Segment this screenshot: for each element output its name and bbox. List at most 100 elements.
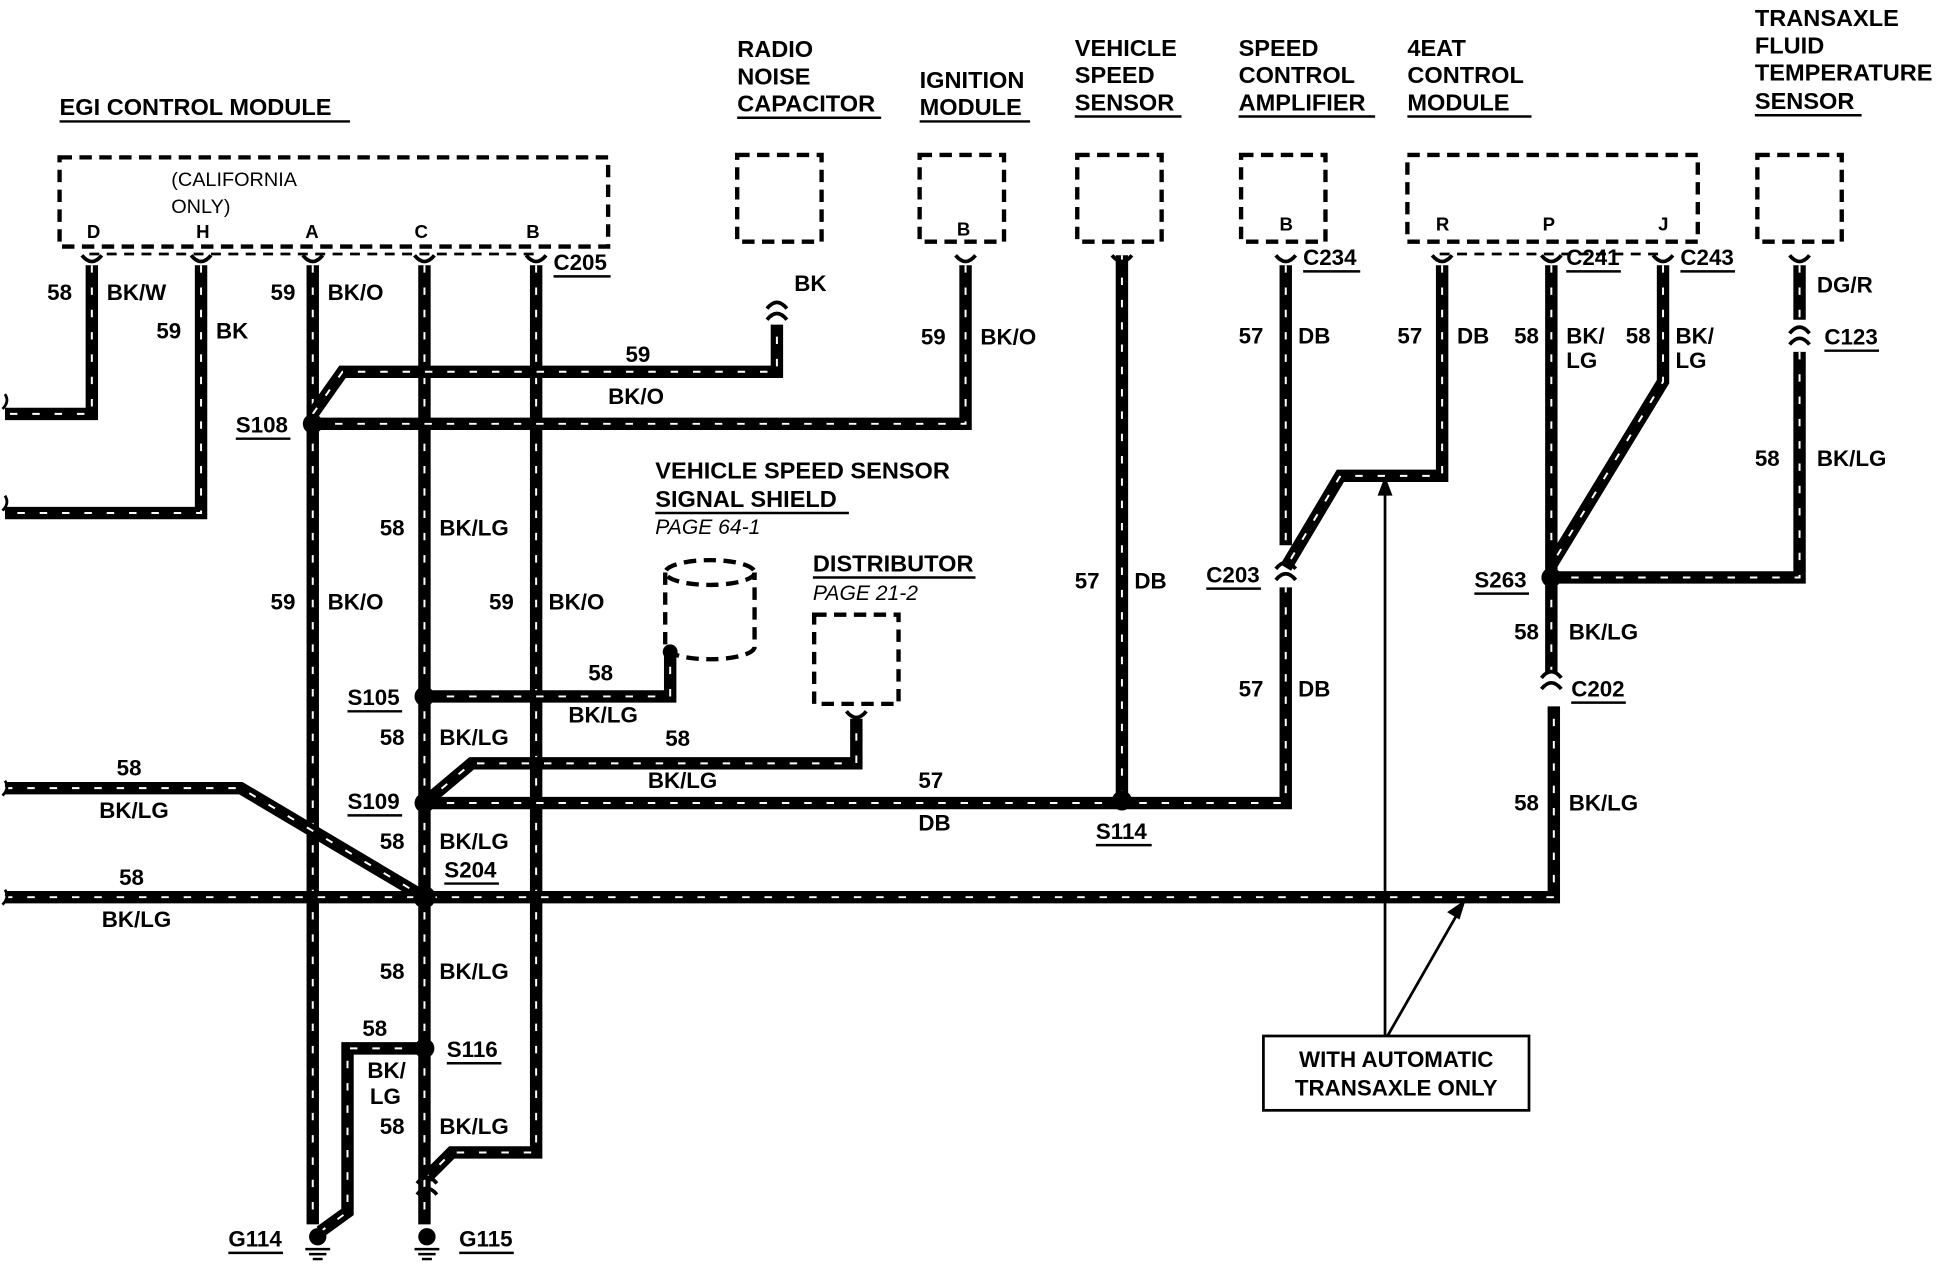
wire-label: 58 <box>380 515 405 540</box>
inline-connector-lower-2 <box>1788 336 1811 346</box>
wire-label: 59 <box>626 342 651 367</box>
wire-label: 58 <box>47 280 72 305</box>
wire-label: BK/LG <box>439 829 508 854</box>
distributor-title: DISTRIBUTOR <box>813 550 974 576</box>
wire-label: 58 <box>380 829 405 854</box>
wire-label: BK/LG <box>102 907 171 932</box>
reference-labels: C205 C234 C241 C243 C123 S108 S105 S109 … <box>228 245 1879 1255</box>
egi-module-title: EGI CONTROL MODULE <box>60 94 332 120</box>
wire-label: BK/ <box>1566 323 1604 348</box>
4eat-title-3: MODULE <box>1407 89 1509 115</box>
tfts-title-1: TRANSAXLE <box>1755 5 1899 31</box>
c203-label: C203 <box>1206 562 1259 587</box>
egi-pin-h-wire <box>4 265 208 520</box>
c123-label: C123 <box>1824 325 1877 350</box>
egi-note-line2: ONLY) <box>171 196 230 218</box>
transaxle-fluid-temperature-sensor-box <box>1755 152 1844 244</box>
ignition-wire-stripe <box>312 265 967 425</box>
wire-label: 57 <box>1397 323 1422 348</box>
radio-capacitor-title-2: NOISE <box>737 63 810 89</box>
vss-title-2: SPEED <box>1075 62 1155 88</box>
wire-label: 58 <box>1755 446 1780 471</box>
ground-symbols <box>305 1228 440 1261</box>
4eat-pin-j: J <box>1658 214 1668 235</box>
inline-connector-upper-3 <box>1539 669 1563 680</box>
wire-label: 58 <box>1626 323 1651 348</box>
c243-label: C243 <box>1680 245 1733 270</box>
wire-label: 58 <box>665 726 690 751</box>
distributor-page-ref: PAGE 21-2 <box>813 582 918 605</box>
wire-label: 59 <box>489 590 514 615</box>
splice-dots <box>302 413 1562 1059</box>
egi-pin-h-wire-stripe <box>4 265 203 515</box>
radio-capacitor-title-3: CAPACITOR <box>737 91 875 117</box>
s114-dot <box>1112 790 1132 811</box>
annotation-arrows <box>1377 475 1466 1039</box>
connector-forks <box>80 254 1811 1196</box>
tfts-title-4: SENSOR <box>1755 88 1855 114</box>
s116-dot <box>414 1038 435 1059</box>
wire-label: 58 <box>380 959 405 984</box>
shield-tap-dot <box>662 644 678 660</box>
tfts-title-2: FLUID <box>1755 32 1824 58</box>
s263-label: S263 <box>1474 567 1526 592</box>
egi-pin-b-wire <box>422 265 543 1182</box>
wire-label: 58 <box>1514 619 1539 644</box>
4eat-pin-r: R <box>1436 214 1450 235</box>
wire-label: 58 <box>380 725 405 750</box>
pin-entry-fork-2 <box>301 254 325 264</box>
wire-label: 58 <box>362 1016 387 1041</box>
pin-entry-fork-3 <box>413 254 436 264</box>
wire-label: BK/LG <box>439 1114 508 1139</box>
wire-label: LG <box>370 1084 401 1109</box>
inline-connector-upper-0 <box>765 300 789 310</box>
s105-label: S105 <box>348 685 400 710</box>
wire-label: 58 <box>380 1114 405 1139</box>
wire-label: BK/O <box>608 384 664 409</box>
s204-dot <box>413 886 436 909</box>
shield-title-2: SIGNAL SHIELD <box>655 486 837 512</box>
pin-entry-fork-11 <box>1788 254 1811 264</box>
wire-label: BK/O <box>549 590 605 615</box>
speed-control-amplifier-box <box>1238 152 1328 244</box>
s263-dot <box>1541 567 1562 588</box>
pin-entry-fork-5 <box>954 254 977 264</box>
note-line-1: WITH AUTOMATIC <box>1299 1047 1493 1072</box>
4eat-r-wire <box>1280 265 1449 571</box>
automatic-transaxle-note: WITH AUTOMATIC TRANSAXLE ONLY <box>1262 1034 1531 1112</box>
s109-label: S109 <box>348 789 400 814</box>
wire-label: BK/O <box>980 325 1036 350</box>
s105-dot <box>414 686 435 707</box>
wire-label: DB <box>1134 569 1166 594</box>
pin-entry-fork-12 <box>844 710 868 720</box>
4eat-control-module-box <box>1405 152 1700 244</box>
wire-label: BK/O <box>328 590 384 615</box>
wire-label: BK <box>794 271 826 296</box>
wire-label: DG/R <box>1817 272 1873 297</box>
wire-label: BK/LG <box>648 768 717 793</box>
shield-page-ref: PAGE 64-1 <box>655 516 760 539</box>
egi-pin-h: H <box>196 221 209 242</box>
wire-label: BK/LG <box>99 798 168 823</box>
c241-label: C241 <box>1566 245 1619 270</box>
pin-entry-fork-4 <box>524 254 548 264</box>
wire-label: 58 <box>588 660 613 685</box>
wire-label: 57 <box>1239 323 1264 348</box>
pin-entry-fork-1 <box>189 254 213 264</box>
wire-label: BK/LG <box>568 702 637 727</box>
4eat-j-wire <box>1546 265 1670 569</box>
ignition-module-box <box>917 152 1007 244</box>
radio-noise-capacitor-box <box>735 152 824 244</box>
pin-entry-fork-7 <box>1274 254 1298 264</box>
wire-label: BK <box>216 318 248 343</box>
vehicle-speed-sensor-box <box>1075 152 1164 244</box>
wire-label: BK/LG <box>439 725 508 750</box>
inline-connector-upper-1 <box>1274 560 1298 571</box>
ignition-module-title-2: MODULE <box>920 94 1022 120</box>
wire-label: BK/O <box>328 280 384 305</box>
wire-label: 58 <box>117 756 142 781</box>
g115-ground-icon <box>414 1228 440 1261</box>
sca-title-3: AMPLIFIER <box>1239 89 1366 115</box>
4eat-pin-p: P <box>1543 214 1555 235</box>
wire-label: 59 <box>271 590 296 615</box>
